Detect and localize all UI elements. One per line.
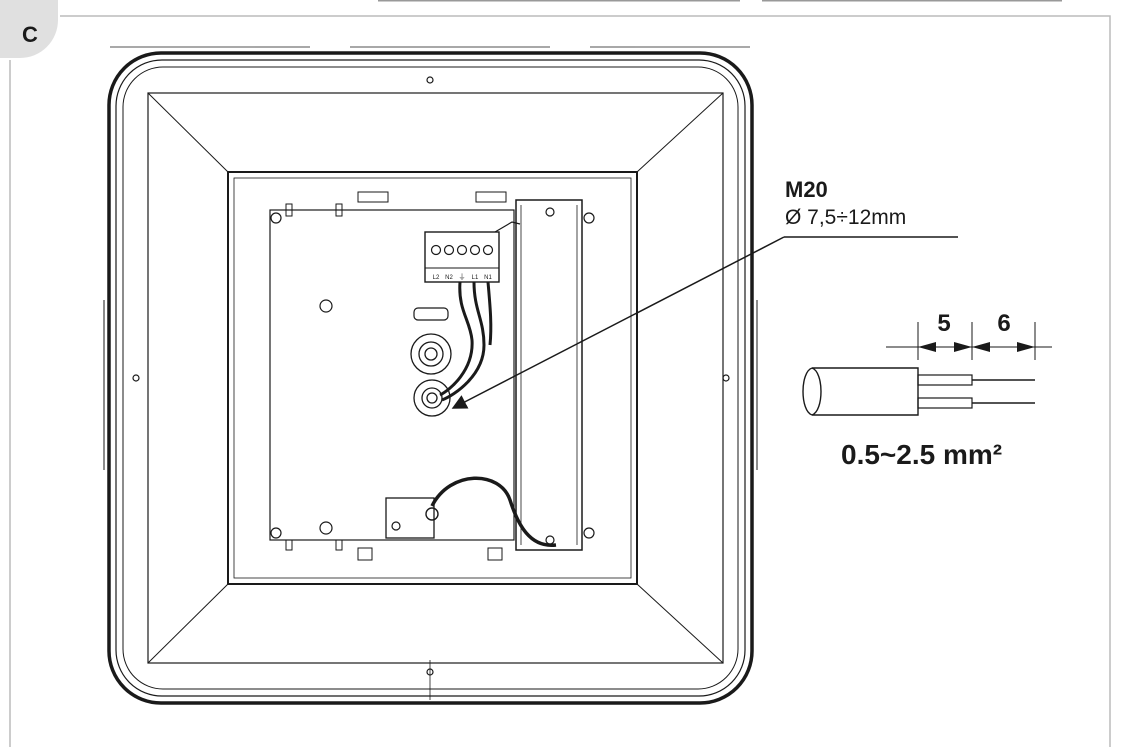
section-badge: C [0, 0, 58, 58]
strip-length-outer: 5 [937, 310, 950, 337]
terminal-label: L2 [433, 275, 440, 281]
section-label: C [22, 22, 38, 47]
gland-leader [451, 236, 958, 409]
strip-length-inner: 6 [997, 310, 1010, 337]
terminal-label: L1 [472, 275, 479, 281]
device-housing [103, 46, 758, 705]
terminal-label: ⏚ [459, 273, 466, 281]
terminal-label: N1 [484, 275, 492, 281]
earth-clamp [385, 476, 557, 547]
gland-size-label: M20 [785, 177, 828, 202]
page-frame [9, 0, 1111, 747]
inner-opening [227, 171, 638, 585]
cable-gland [410, 281, 493, 417]
wire-strip-detail [802, 322, 1052, 416]
wire-section-label: 0.5~2.5 mm² [841, 439, 1002, 470]
terminal-block: L2 N2 ⏚ L1 N1 [424, 221, 521, 283]
mounting-plate [269, 191, 595, 561]
terminal-label: N2 [445, 275, 453, 281]
gland-diameter-label: Ø 7,5÷12mm [785, 206, 906, 229]
driver-box [515, 199, 583, 551]
